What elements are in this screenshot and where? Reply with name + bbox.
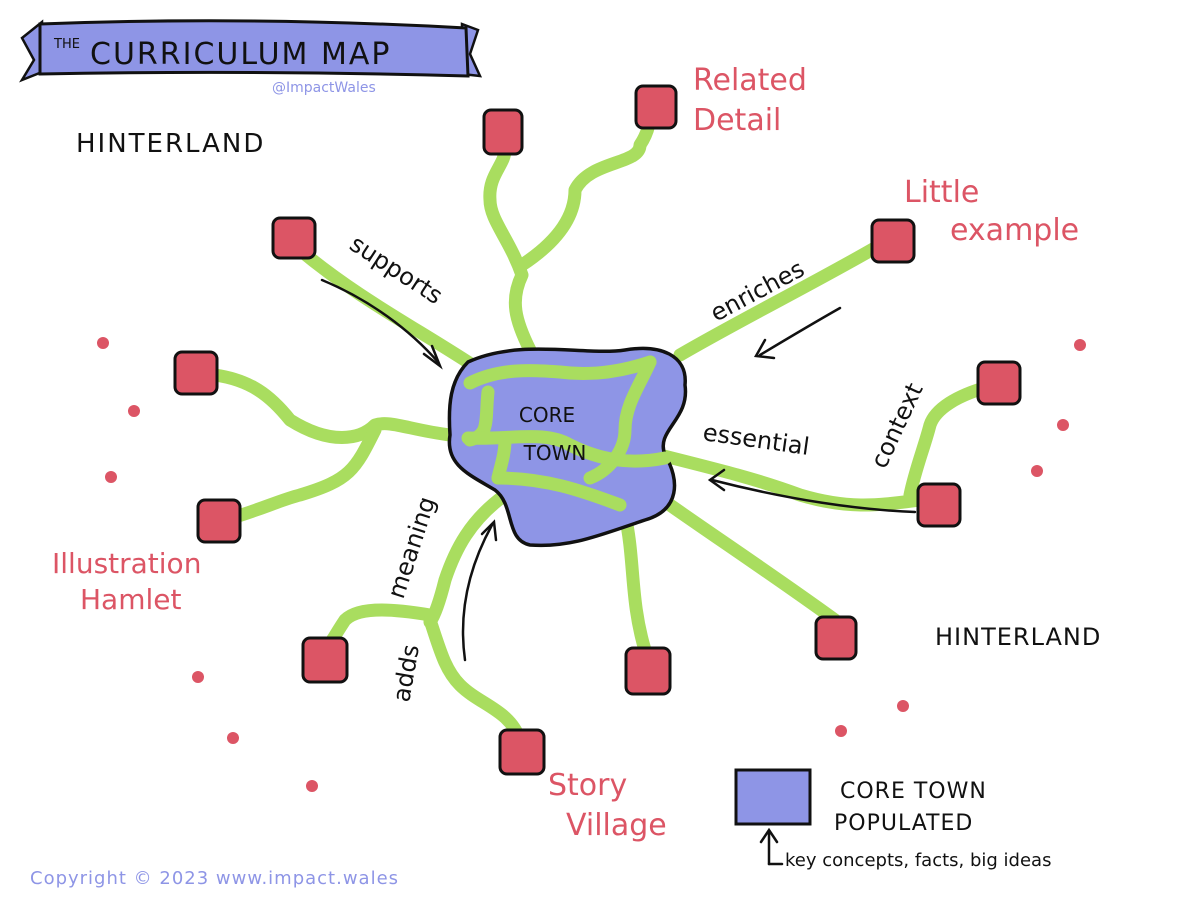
- label-related-line1: Related: [693, 63, 807, 98]
- road-northwest: [293, 243, 487, 377]
- road-west-lower: [218, 423, 382, 527]
- dot: [1031, 465, 1043, 477]
- village-story: [498, 728, 546, 776]
- banner-body: [38, 19, 470, 78]
- dot: [192, 671, 204, 683]
- road-southwest-right: [423, 613, 527, 747]
- legend-line2: POPULATED: [834, 811, 973, 836]
- banner-title: CURRICULUM MAP: [90, 37, 391, 72]
- village-northwest: [271, 216, 317, 260]
- dot: [128, 405, 140, 417]
- road-southeast: [663, 498, 842, 627]
- dot: [1057, 419, 1069, 431]
- label-little-line1: Little: [904, 175, 979, 210]
- arrow-essential-head: [707, 468, 726, 492]
- village-east-upper: [976, 360, 1022, 406]
- village-northeast: [870, 218, 916, 264]
- core-street-link: [491, 433, 512, 485]
- legend-pointer-arrow: [759, 827, 779, 866]
- banner-prefix: THE: [53, 37, 80, 52]
- footer-copyright: Copyright © 2023 www.impact.wales: [30, 868, 399, 889]
- roads: [208, 105, 1002, 747]
- dot: [1074, 339, 1086, 351]
- core-town: CORE TOWN: [447, 346, 688, 548]
- dot: [227, 732, 239, 744]
- arrow-meaning: [461, 523, 494, 662]
- banner-handle: @ImpactWales: [272, 80, 376, 96]
- road-east-branch: [903, 378, 1002, 502]
- core-street-bottom: [491, 471, 627, 512]
- village-east-lower: [916, 482, 962, 528]
- label-illustration-line2: Hamlet: [80, 583, 181, 616]
- village-north-left: [482, 108, 524, 156]
- village-west-upper: [173, 350, 219, 396]
- legend-line1: CORE TOWN: [840, 779, 987, 804]
- core-street-east: [583, 355, 657, 485]
- village-west-lower: [196, 498, 242, 544]
- arrow-enriches-head: [753, 338, 776, 360]
- arrow-essential: [710, 478, 917, 514]
- arrow-supports: [320, 278, 440, 364]
- villages: [173, 84, 1022, 776]
- dot: [835, 725, 847, 737]
- label-illustration-line1: Illustration: [52, 547, 201, 580]
- label-hinterland-bottom: HINTERLAND: [935, 623, 1101, 651]
- legend-caption: key concepts, facts, big ideas: [785, 850, 1051, 871]
- label-meaning: meaning: [382, 493, 441, 602]
- label-story-line2: Village: [566, 808, 667, 843]
- arrows: [320, 278, 917, 662]
- road-northeast: [673, 238, 887, 362]
- legend-swatch: [734, 768, 812, 826]
- label-essential: essential: [701, 418, 811, 461]
- road-southwest: [423, 488, 512, 629]
- dot: [306, 780, 318, 792]
- road-north-right: [515, 105, 657, 272]
- core-street-top: [463, 355, 657, 390]
- village-southeast: [814, 615, 858, 661]
- village-south: [624, 646, 672, 696]
- label-little-line2: example: [950, 213, 1079, 248]
- scattered-dots: [97, 337, 1086, 792]
- core-town-label-line2: TOWN: [523, 441, 587, 465]
- arrow-enriches: [758, 306, 842, 357]
- dot: [105, 471, 117, 483]
- label-related-line2: Detail: [693, 103, 781, 138]
- legend: CORE TOWN POPULATED key concepts, facts,…: [734, 768, 1051, 871]
- road-west-upper: [208, 368, 457, 444]
- label-adds: adds: [387, 642, 425, 704]
- title-banner: THE CURRICULUM MAP @ImpactWales: [19, 19, 483, 96]
- road-south: [618, 508, 652, 657]
- core-town-label-line1: CORE: [519, 403, 575, 427]
- dot: [97, 337, 109, 349]
- label-hinterland-top: HINTERLAND: [76, 129, 265, 159]
- arrow-meaning-head: [480, 519, 498, 542]
- village-southwest: [301, 636, 349, 684]
- core-streets: [461, 355, 672, 512]
- road-east: [653, 448, 927, 512]
- arrow-supports-head: [422, 344, 443, 370]
- road-north-left: [483, 143, 537, 357]
- dot: [897, 700, 909, 712]
- label-story-line1: Story: [548, 768, 627, 803]
- village-north-right: [634, 84, 678, 130]
